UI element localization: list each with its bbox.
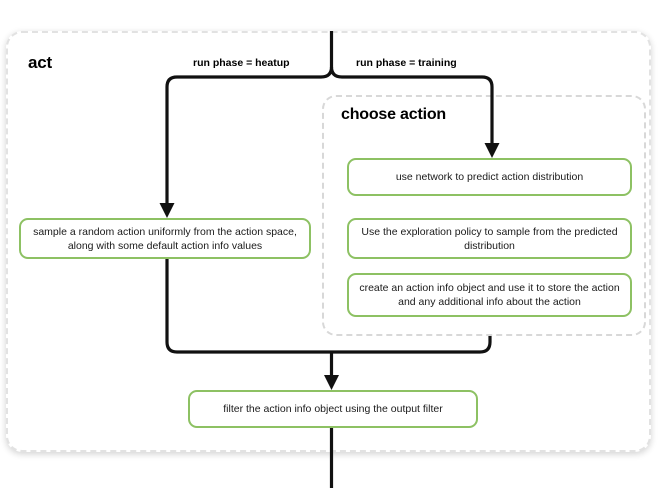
edge-label-training: run phase = training bbox=[353, 57, 460, 69]
node-filter-action-info[interactable]: filter the action info object using the … bbox=[188, 390, 478, 428]
act-title: act bbox=[28, 53, 52, 72]
choose-action-title: choose action bbox=[341, 106, 446, 123]
edge-label-heatup: run phase = heatup bbox=[190, 57, 293, 69]
node-exploration-policy[interactable]: Use the exploration policy to sample fro… bbox=[347, 218, 632, 259]
node-use-network-predict[interactable]: use network to predict action distributi… bbox=[347, 158, 632, 196]
node-sample-random-action[interactable]: sample a random action uniformly from th… bbox=[19, 218, 311, 259]
node-create-action-info[interactable]: create an action info object and use it … bbox=[347, 273, 632, 317]
